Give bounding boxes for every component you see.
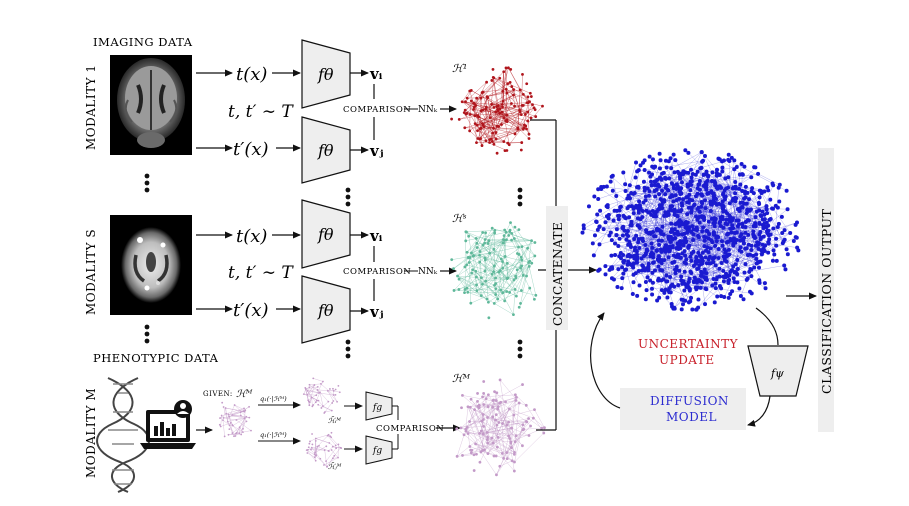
phenotypic-data-label: PHENOTYPIC DATA: [93, 351, 219, 365]
comparison-1: COMPARISON: [343, 105, 411, 115]
comparison-m: COMPARISON: [376, 424, 444, 434]
classification-output-label: CLASSIFICATION OUTPUT: [819, 208, 834, 394]
t-x-top-s: t(x): [236, 226, 267, 247]
svg-text:fψ: fψ: [770, 367, 784, 380]
svg-text:fθ: fθ: [317, 301, 334, 320]
t-sample-1: t, t′ ∼ T: [228, 102, 294, 122]
concatenate-label: CONCATENATE: [551, 222, 565, 326]
v-i-s: vᵢ: [369, 227, 383, 245]
h-s-label: ℋˢ: [452, 212, 467, 225]
h-tilde-top-label: ℋ̃ᵢᴹ: [328, 416, 341, 425]
pet-brain-icon: [110, 215, 192, 315]
dots-icon: [144, 173, 523, 359]
q-top-label: q₁(·|ℋᴹ): [260, 395, 287, 403]
diffusion-model-box: [620, 388, 746, 430]
uncertainty-update-label-2: UPDATE: [659, 353, 715, 367]
encoder-fg-top: fg: [365, 391, 393, 421]
nn-k-s: NNₖ: [418, 267, 438, 277]
svg-text:fθ: fθ: [317, 225, 334, 244]
classification-output-box: [818, 148, 834, 432]
comparison-s: COMPARISON: [343, 267, 411, 277]
v-j-s: vⱼ: [369, 303, 384, 321]
t-sample-s: t, t′ ∼ T: [228, 263, 294, 283]
h-1-label: ℋ¹: [452, 62, 467, 75]
encoder-f-theta-sb: fθ: [301, 275, 351, 344]
laptop-user-icon: [140, 400, 196, 449]
uncertainty-update-label-1: UNCERTAINTY: [638, 337, 739, 351]
mri-brain-icon: [110, 55, 192, 155]
modality-m-label: MODALITY M: [84, 388, 98, 478]
svg-text:fg: fg: [372, 446, 382, 456]
modality-s-label: MODALITY S: [84, 229, 98, 315]
given-h-label: ℋᴹ: [236, 389, 253, 400]
h-tilde-bottom-label: ℋ̃ⱼᴹ: [328, 462, 342, 471]
modality-1-label: MODALITY 1: [84, 65, 98, 151]
v-i-1: vᵢ: [369, 65, 383, 83]
svg-text:fg: fg: [372, 403, 382, 413]
concatenate-box: [546, 206, 568, 330]
graph-modality-s: [450, 221, 538, 320]
encoder-f-theta-1a: fθ: [301, 39, 351, 109]
given-label: GIVEN:: [203, 390, 233, 398]
graph-modality-m: [455, 378, 546, 477]
t-prime-x-s: t′(x): [233, 300, 269, 321]
encoder-f-theta-1b: fθ: [301, 116, 351, 184]
h-m-label: ℋᴹ: [452, 372, 471, 385]
encoder-f-theta-sa: fθ: [301, 199, 351, 269]
t-prime-x-1: t′(x): [233, 139, 269, 160]
fused-population-graph: [580, 148, 801, 312]
q-bottom-label: q₁(·|ℋᴹ): [260, 431, 287, 439]
svg-text:fθ: fθ: [317, 141, 334, 160]
t-x-top-1: t(x): [236, 64, 267, 85]
imaging-data-label: IMAGING DATA: [93, 35, 193, 49]
diffusion-model-label-1: DIFFUSION: [650, 394, 729, 408]
nn-k-1: NNₖ: [418, 105, 438, 115]
svg-text:fθ: fθ: [317, 65, 334, 84]
diffusion-model-label-2: MODEL: [666, 410, 717, 424]
v-j-1: vⱼ: [369, 142, 384, 160]
dna-helix-icon: [96, 377, 150, 493]
encoder-fg-bottom: fg: [365, 435, 393, 465]
augmented-graph-top: [302, 377, 341, 414]
graph-modality-1: [450, 66, 544, 155]
given-graph: [218, 401, 252, 438]
classifier-f-psi: fψ: [747, 345, 809, 397]
augmented-graph-bottom: [305, 431, 343, 468]
